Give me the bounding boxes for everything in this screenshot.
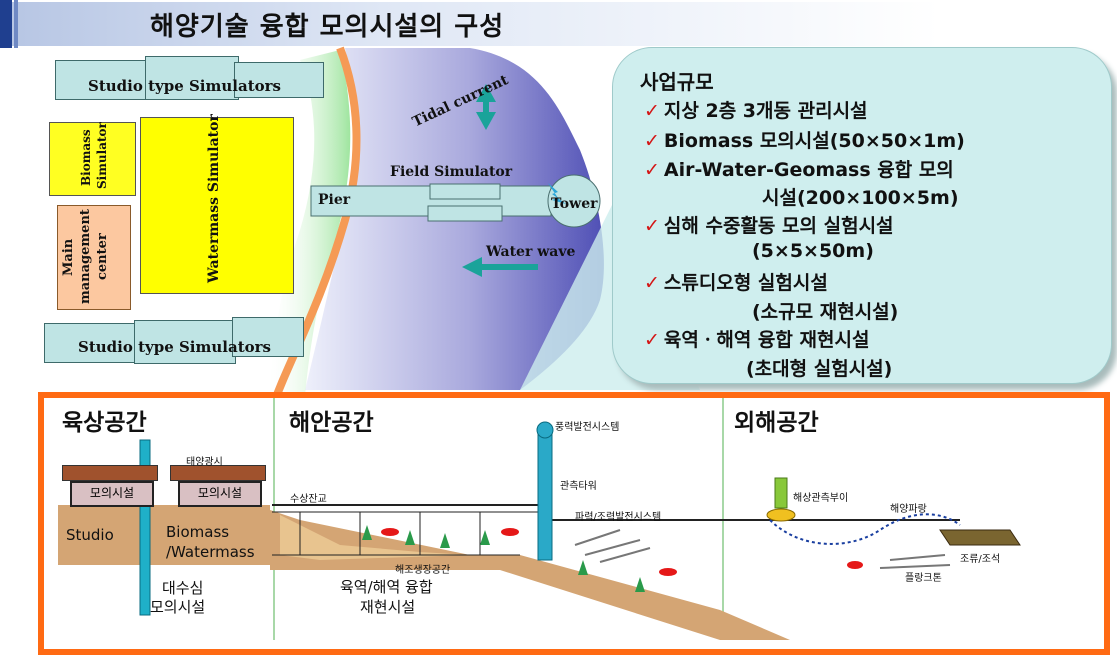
deep-water-label-1: 대수심	[162, 579, 204, 597]
tower-circle	[547, 174, 601, 228]
fish	[381, 528, 863, 576]
buoy-body	[766, 508, 796, 522]
check-icon: ✓	[644, 272, 660, 294]
studio-top-box-2	[145, 56, 239, 100]
title-bar	[10, 2, 940, 46]
land-sea-label-1: 육역/해역 융합	[340, 578, 433, 596]
deep-water-label-2: 모의시설	[150, 598, 206, 616]
ocean-wave-label: 해양파랑	[890, 504, 927, 515]
coast-ground-light	[280, 515, 470, 560]
seaweed-plants	[362, 525, 645, 592]
info-item-6-cont: (초대형 실험시설)	[746, 358, 893, 380]
floating-pier-label: 수상잔교	[290, 494, 327, 505]
current-streaks	[574, 529, 951, 569]
project-scale-panel	[612, 47, 1112, 384]
facility-1: 모의시설	[70, 481, 154, 507]
check-icon: ✓	[644, 329, 660, 351]
studio-top-box-1	[55, 60, 152, 100]
seaweed-space-label: 해조생장공간	[395, 565, 451, 576]
check-icon: ✓	[644, 130, 660, 152]
field-simulator-box-top	[429, 183, 501, 200]
info-item-4-cont: (5×5×50m)	[752, 240, 874, 262]
info-item-3-cont: 시설(200×100×5m)	[762, 187, 959, 209]
studio-bottom-box-3	[232, 317, 304, 357]
tidal-current-arrow	[476, 84, 496, 130]
observation-tower-label: 관측타워	[560, 481, 597, 492]
biomass-watermass-label: Biomass /Watermass	[166, 523, 255, 561]
info-item-2: ✓Biomass 모의시설(50×50×1m)	[644, 130, 965, 152]
section-offshore: 외해공간	[734, 410, 819, 436]
wave-tidal-power-label: 파력/조력발전시스템	[575, 512, 662, 523]
main-management-center-box	[57, 205, 131, 310]
wind-power-label: 풍력발전시스템	[555, 422, 620, 433]
watermass-simulator-box	[140, 117, 294, 294]
section-coast: 해안공간	[289, 410, 374, 436]
info-item-3: ✓Air-Water-Geomass 융합 모의	[644, 159, 954, 181]
studio-bottom-label: Studio type Simulators	[78, 338, 271, 356]
land-sea-label-2: 재현시설	[360, 598, 416, 616]
info-item-5: ✓스튜디오형 실험시설	[644, 272, 828, 294]
water-wave-arrow	[462, 257, 538, 277]
info-item-6: ✓육역ㆍ해역 융합 재현시설	[644, 329, 870, 351]
buoy-label: 해상관측부이	[793, 493, 849, 504]
buoy-mast	[774, 477, 788, 509]
biomass-simulator-box	[49, 122, 136, 196]
info-item-5-cont: (소규모 재현시설)	[752, 301, 899, 323]
lightning-icon	[548, 183, 566, 204]
field-simulator-label: Field Simulator	[390, 164, 513, 180]
land-slab	[58, 505, 270, 565]
plankton-label: 플랑크톤	[905, 573, 942, 584]
wind-tower	[537, 429, 553, 561]
field-simulator-box-bottom	[427, 205, 503, 222]
title-accent-stripe	[14, 0, 18, 48]
check-icon: ✓	[644, 215, 660, 237]
studio-bottom-box-2	[134, 320, 236, 364]
studio-bottom-box-1	[44, 323, 138, 363]
deep-water-column	[139, 439, 151, 616]
wind-tower-top	[536, 421, 554, 439]
house-roof-1	[62, 465, 158, 481]
studio-top-label: Studio type Simulators	[88, 77, 281, 95]
section-land: 육상공간	[62, 410, 147, 436]
tower-label: Tower	[551, 196, 598, 212]
ocean-wave-line	[769, 513, 961, 545]
info-item-1: ✓지상 2층 3개동 관리시설	[644, 100, 868, 122]
coast-ground	[270, 510, 790, 640]
project-scale-heading: 사업규모	[640, 70, 714, 94]
tide-block	[939, 529, 1021, 546]
page-title: 해양기술 융합 모의시설의 구성	[150, 12, 505, 42]
studio-label: Studio	[66, 526, 114, 544]
solar-label: 태양광시	[186, 457, 223, 468]
title-accent	[0, 0, 12, 48]
water-wave-label: Water wave	[486, 244, 576, 260]
check-icon: ✓	[644, 159, 660, 181]
tide-current-label: 조류/조석	[960, 554, 1001, 565]
check-icon: ✓	[644, 100, 660, 122]
pier-label: Pier	[318, 192, 351, 208]
facility-2: 모의시설	[178, 481, 262, 507]
studio-top-box-3	[234, 62, 324, 98]
info-item-4: ✓심해 수중활동 모의 실험시설	[644, 215, 894, 237]
house-roof-2	[170, 465, 266, 481]
